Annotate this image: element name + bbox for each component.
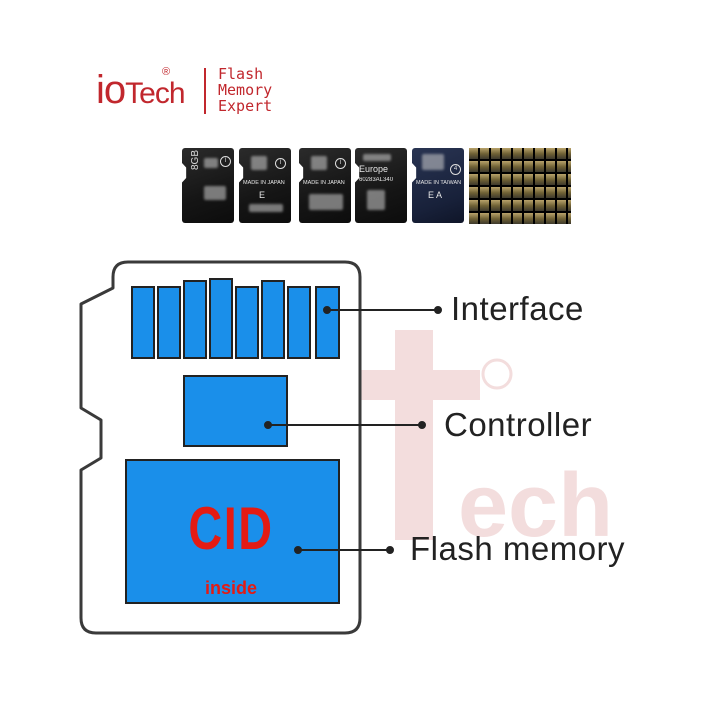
interface-pin <box>131 286 155 359</box>
sample-card: I MADE IN JAPAN E <box>239 148 291 223</box>
interface-pin <box>209 278 233 359</box>
card-code-text: E A <box>428 190 443 200</box>
sample-card: I MADE IN JAPAN <box>299 148 351 223</box>
card-serial-text: 60283AL340 <box>359 177 394 183</box>
card-code-text: E <box>259 190 266 200</box>
interface-pins <box>131 278 340 359</box>
sample-cards-row: 8GB I I MADE IN JAPAN E I MADE IN JAPAN … <box>182 148 572 224</box>
sample-card: Europe 60283AL340 <box>355 148 407 223</box>
sample-card: 8GB I <box>182 148 234 223</box>
cid-label: CID <box>188 495 274 562</box>
leader-lines <box>264 306 442 554</box>
card-origin-text: MADE IN TAIWAN <box>416 180 462 186</box>
card-class-badge: I <box>335 158 346 169</box>
interface-pin <box>235 286 259 359</box>
card-class-badge: 4 <box>450 164 461 175</box>
svg-text:ech: ech <box>458 456 613 556</box>
controller-chip <box>183 375 288 447</box>
card-class-badge: I <box>220 156 231 167</box>
card-region-text: Europe <box>359 164 389 174</box>
logo-wordmark: ioTech <box>96 68 186 112</box>
card-origin-text: MADE IN JAPAN <box>303 180 345 186</box>
interface-pin <box>315 286 340 359</box>
interface-pin <box>183 280 207 359</box>
flash-memory-chip <box>125 459 340 604</box>
interface-pin <box>157 286 181 359</box>
interface-pin <box>261 280 285 359</box>
flash-memory-label: Flash memory <box>410 530 626 567</box>
bulk-cards-photo <box>469 148 571 224</box>
card-origin-text: MADE IN JAPAN <box>243 180 285 186</box>
interface-label: Interface <box>451 290 584 327</box>
card-class-badge: I <box>275 158 286 169</box>
logo-tagline: Flash Memory Expert <box>218 65 273 115</box>
sample-card: 4 MADE IN TAIWAN E A <box>412 148 464 223</box>
cid-inside-label: inside <box>204 578 257 598</box>
logo-divider <box>204 68 206 114</box>
registered-mark: ® <box>162 66 171 78</box>
controller-label: Controller <box>444 406 593 443</box>
interface-pin <box>287 286 311 359</box>
